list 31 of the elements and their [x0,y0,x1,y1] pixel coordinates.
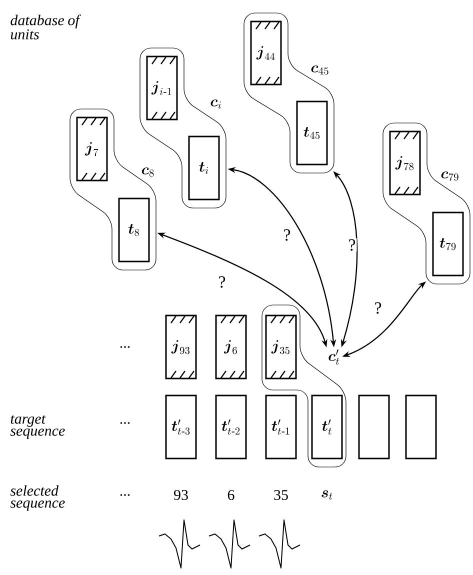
unit-box: $\boldsymbol{t}_{8}$ [118,198,150,262]
unit-box: $\boldsymbol{t}_{45}$ [296,100,328,166]
unit-box: $\boldsymbol{t}'_{t\text{-}3}$ [165,394,197,460]
unit-box: $\boldsymbol{t}'_{t\text{-}2}$ [215,394,247,460]
value-label: 35 [274,490,288,500]
row-label: selected sequence [10,485,65,511]
unit-box: $\boldsymbol{t}'_{t}$ [311,394,343,460]
hatched-box: $\boldsymbol{j}_{i\text{-}1}$ [146,56,178,120]
row-label: target sequence [10,415,65,439]
symbol-label: $\boldsymbol{s}_t$ [322,490,332,500]
edge-label: ? [373,301,383,315]
unit-box [405,394,437,460]
value-label: 6 [228,490,234,500]
hatched-box: $\boldsymbol{j}_{44}$ [250,20,282,86]
edge-label: ? [282,228,292,242]
value-label: ... [120,422,130,424]
hatched-box: $\boldsymbol{j}_{6}$ [215,314,247,380]
value-label: ... [120,494,130,496]
row-label: database of units [10,14,82,40]
hatched-box: $\boldsymbol{j}_{7}$ [76,116,108,182]
unit-box [358,394,390,460]
edge-label: ? [347,238,357,252]
unit-box: $\boldsymbol{t}_{79}$ [432,212,464,276]
hatched-box: $\boldsymbol{j}_{78}$ [389,130,421,196]
value-label: 93 [174,490,188,500]
unit-box: $\boldsymbol{t}_{i}$ [188,136,220,200]
hatched-box: $\boldsymbol{j}_{35}$ [265,314,297,380]
hatched-box: $\boldsymbol{j}_{93}$ [165,314,197,380]
value-label: ... [120,346,130,348]
edge-label: ? [217,275,227,289]
unit-box: $\boldsymbol{t}'_{t\text{-}1}$ [265,394,297,460]
